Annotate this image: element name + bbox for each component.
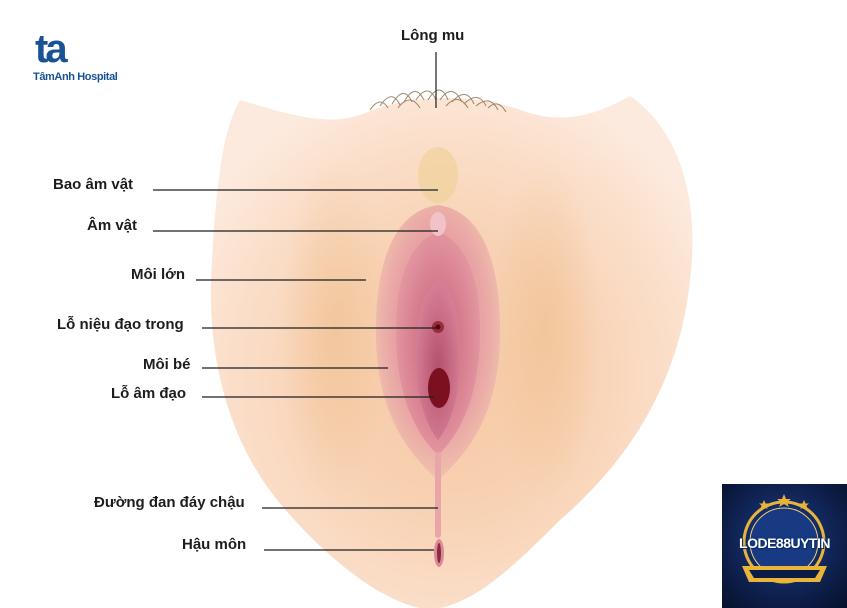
- urethral-opening-center: [435, 324, 441, 330]
- right-shadow: [490, 160, 600, 500]
- logo-mark: ta: [35, 27, 68, 71]
- watermark-badge: LODE88UYTIN: [722, 484, 847, 608]
- label-labia-majora: Môi lớn: [131, 266, 185, 283]
- pubic-hair: [369, 89, 507, 113]
- anus-center: [437, 543, 441, 563]
- label-anus: Hậu môn: [182, 536, 247, 553]
- hospital-logo: ta TâmAnh Hospital: [33, 28, 143, 94]
- label-urethral-opening: Lỗ niệu đạo trong: [57, 316, 184, 333]
- vaginal-opening-shape: [428, 368, 450, 408]
- label-pubic-hair: Lông mu: [401, 27, 465, 44]
- logo-text: TâmAnh Hospital: [33, 71, 118, 83]
- label-clitoris: Âm vật: [87, 217, 138, 234]
- label-labia-minora: Môi bé: [143, 356, 191, 373]
- leader-lines: [153, 52, 438, 551]
- mons-crease: [418, 147, 458, 203]
- left-shadow: [280, 160, 390, 500]
- vestibule: [415, 280, 461, 440]
- clitoris-shape: [430, 212, 446, 236]
- label-perineum: Đường đan đáy chậu: [94, 494, 245, 511]
- badge-text: LODE88UYTIN: [739, 535, 830, 551]
- label-clitoral-hood: Bao âm vật: [53, 176, 134, 193]
- label-vaginal-opening: Lỗ âm đạo: [111, 385, 187, 402]
- badge-emblem: [742, 494, 827, 584]
